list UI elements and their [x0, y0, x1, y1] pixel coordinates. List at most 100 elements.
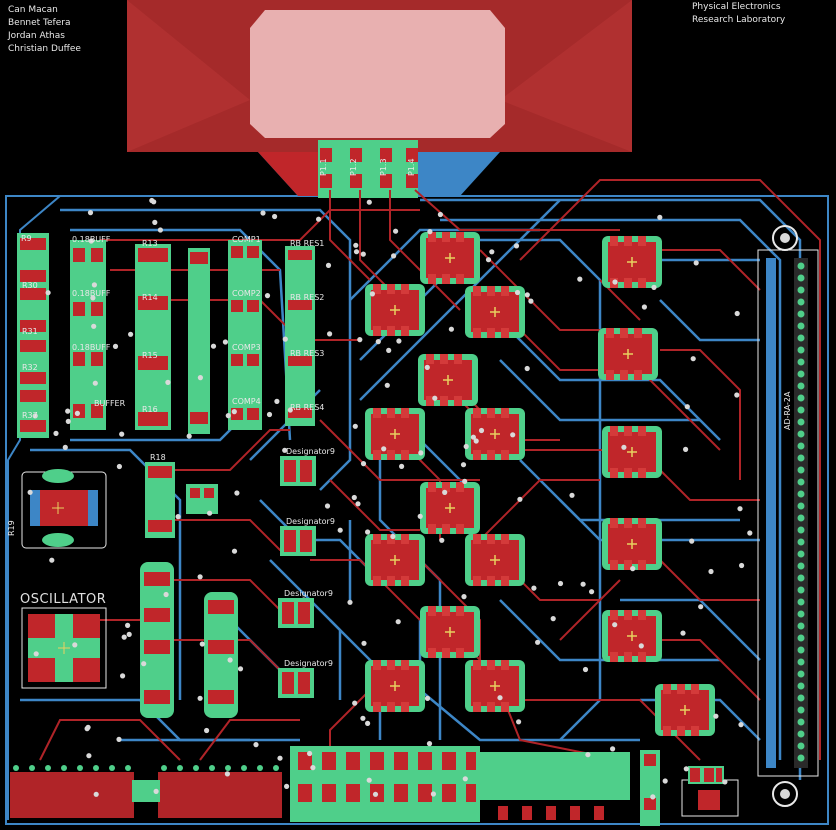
via	[351, 494, 357, 501]
via	[690, 356, 696, 362]
author-credits: Can Macan Bennet Tefera Jordan Athas Chr…	[8, 4, 81, 56]
label-p1-1: P1.1	[319, 158, 328, 176]
label-r14: R14	[142, 293, 158, 302]
via	[569, 492, 575, 498]
label-r15: R15	[142, 351, 158, 360]
oscillator-label: OSCILLATOR	[20, 592, 107, 607]
via	[33, 651, 39, 657]
via	[92, 380, 98, 386]
label-buffer-4: BUFFER	[94, 399, 126, 408]
comparator-column	[228, 240, 262, 430]
bottom-headers	[10, 772, 282, 818]
via	[91, 323, 97, 329]
via	[197, 695, 203, 701]
label-r19: R19	[7, 520, 16, 536]
via	[84, 726, 90, 732]
connector-pin	[797, 730, 805, 738]
connector-pin	[797, 574, 805, 582]
connector-pin	[797, 382, 805, 390]
via	[231, 409, 237, 415]
via	[424, 364, 430, 370]
via	[489, 249, 495, 255]
connector-pin	[797, 310, 805, 318]
via	[638, 643, 644, 649]
label-comp1: COMP1	[232, 235, 261, 244]
via	[74, 410, 80, 416]
via	[112, 343, 119, 349]
via	[260, 210, 266, 216]
via	[45, 290, 51, 296]
connector-pin	[797, 490, 805, 498]
label-r9: R9	[21, 234, 32, 243]
connector-pin	[797, 634, 805, 642]
via	[462, 478, 468, 484]
label-designator-1: Designator9	[286, 447, 335, 456]
via	[517, 496, 523, 502]
via	[282, 336, 288, 342]
label-designator-2: Designator9	[286, 517, 335, 526]
via	[630, 566, 636, 572]
via	[272, 213, 278, 220]
label-rbres2: RB RES2	[290, 293, 324, 302]
author-name: Bennet Tefera	[8, 18, 71, 28]
via	[353, 249, 360, 255]
via	[237, 666, 244, 672]
connector-pin	[797, 322, 805, 330]
label-rbres4: RB RES4	[290, 403, 324, 412]
via	[722, 779, 728, 785]
via	[497, 695, 503, 701]
via	[463, 443, 469, 450]
via	[361, 640, 367, 646]
lab-line: Physical Electronics	[692, 2, 781, 12]
via	[165, 379, 171, 385]
via	[128, 331, 134, 337]
via	[513, 243, 520, 249]
oscillator-component	[21, 607, 107, 689]
via	[120, 673, 126, 679]
resistor-column-left	[17, 233, 49, 438]
r19-component	[21, 469, 107, 549]
via	[738, 722, 744, 728]
via	[739, 562, 745, 569]
via	[119, 431, 125, 437]
author-name: Jordan Athas	[8, 31, 65, 41]
via	[372, 791, 379, 797]
connector-pin	[797, 622, 805, 630]
via	[222, 339, 228, 345]
via	[528, 298, 534, 304]
connector-pin	[797, 394, 805, 402]
via	[307, 750, 313, 757]
label-rbres1: RB RES1	[290, 239, 324, 248]
via	[62, 444, 68, 450]
via	[352, 700, 358, 706]
via	[582, 666, 589, 673]
via	[264, 293, 271, 299]
via	[478, 427, 485, 434]
resistor-strip	[135, 244, 171, 430]
label-comp3: COMP3	[232, 343, 261, 352]
via	[684, 404, 690, 410]
via	[116, 463, 122, 470]
via	[470, 434, 476, 440]
via	[442, 489, 448, 495]
via	[369, 291, 375, 297]
label-r32: R32	[22, 363, 38, 372]
via	[437, 211, 443, 218]
via	[417, 513, 423, 519]
via	[49, 557, 55, 563]
via	[683, 766, 689, 772]
label-r13: R13	[142, 239, 158, 248]
label-designator-3: Designator9	[284, 589, 333, 598]
via	[353, 242, 359, 248]
via	[585, 752, 591, 758]
connector-pin	[797, 370, 805, 378]
via	[641, 304, 648, 310]
connector-pin	[797, 526, 805, 534]
via	[427, 229, 433, 235]
via	[514, 289, 521, 296]
label-p1-2: P1.2	[349, 158, 358, 176]
via	[557, 580, 564, 587]
connector-pin	[797, 274, 805, 282]
via	[65, 408, 71, 414]
